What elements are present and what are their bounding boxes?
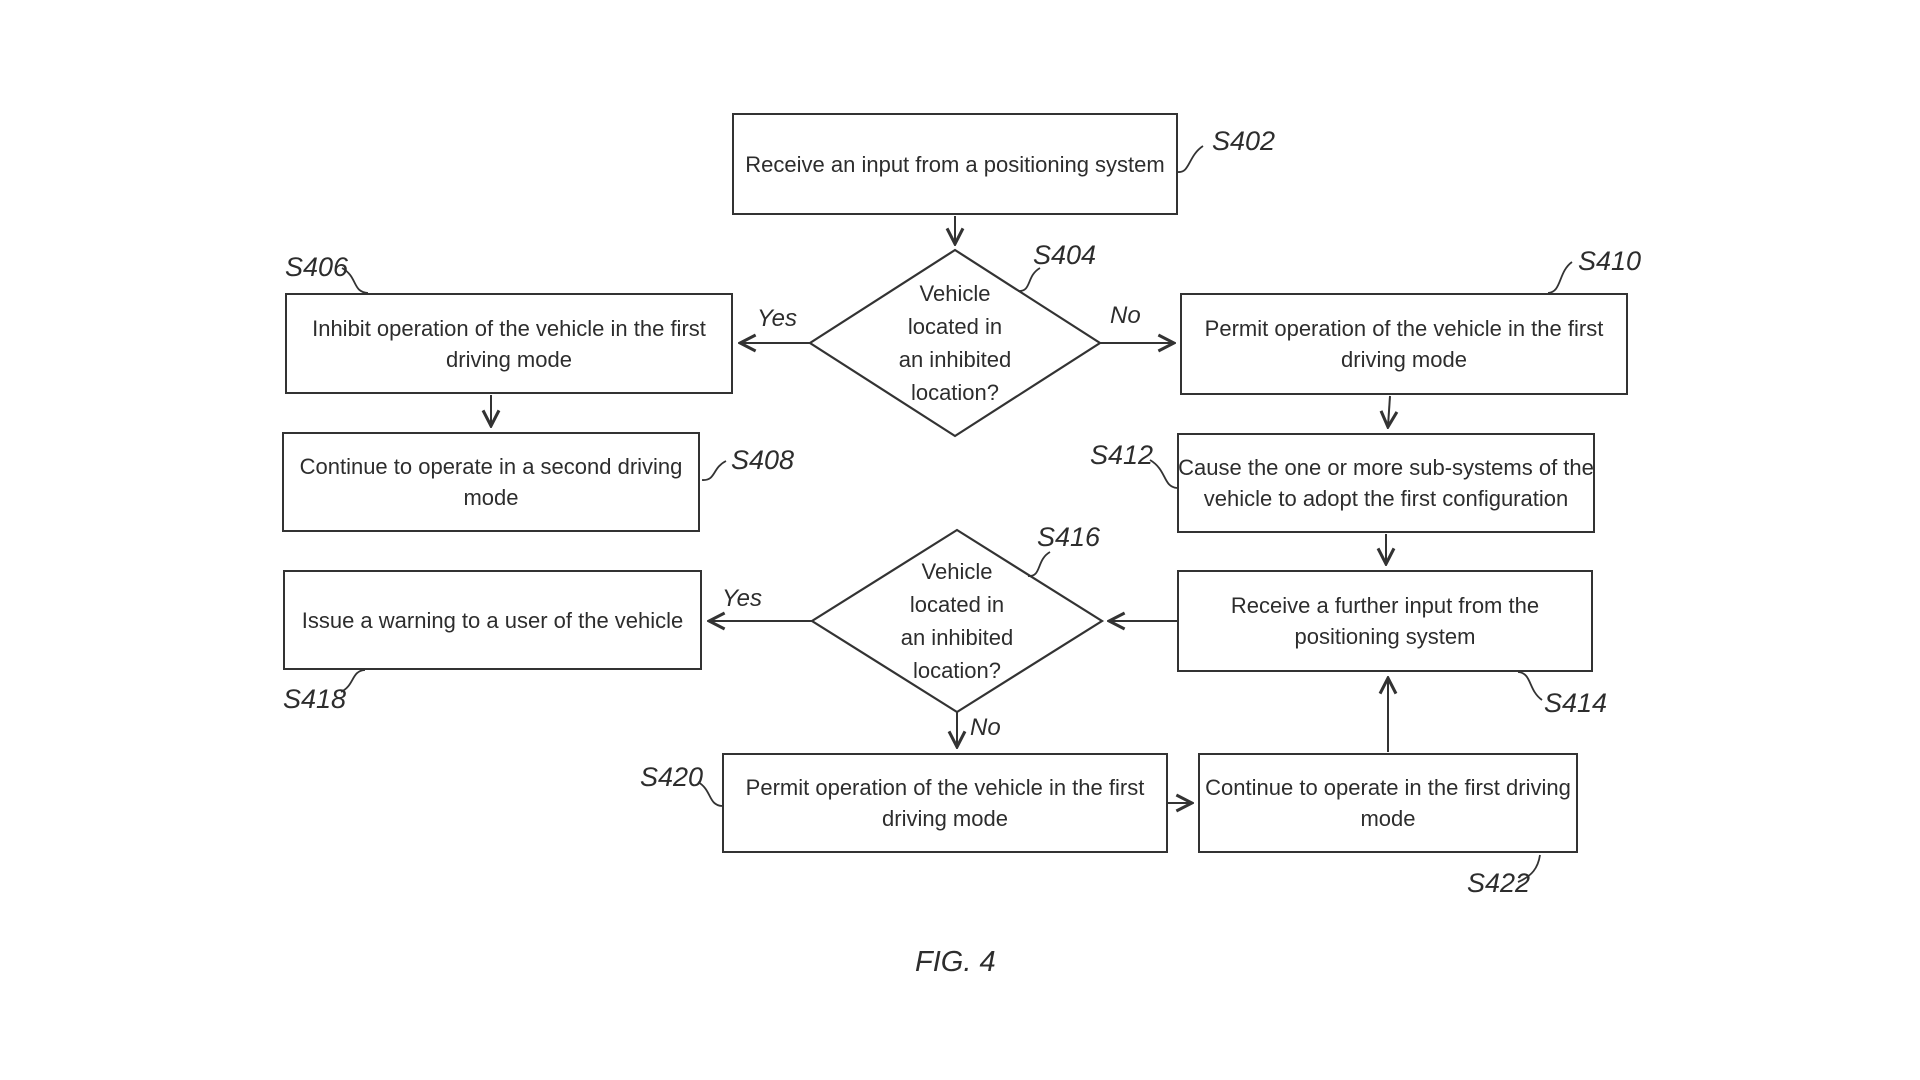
leadline-s416 [1027,551,1051,577]
process-text: driving mode [882,806,1008,831]
process-box-s422: Continue to operate in the first driving… [1198,753,1578,853]
decision-text-s404: Vehicle located in an inhibited location… [855,273,1055,413]
process-text: vehicle to adopt the first configuration [1203,486,1569,511]
arrow-s410-to-s412 [1388,395,1390,426]
decision-text-s416: Vehicle located in an inhibited location… [857,551,1057,691]
branch-label-s416-yes: Yes [722,585,763,612]
ref-label-s406: S406 [285,252,349,282]
leadline-s404 [1017,267,1041,292]
decision-text-line: Vehicle [919,281,991,306]
process-box-s408: Continue to operate in a second driving … [282,432,700,532]
ref-label-s418: S418 [283,684,347,714]
process-box-s418: Issue a warning to a user of the vehicle [283,570,702,670]
process-text: mode [1360,806,1416,831]
process-box-s406: Inhibit operation of the vehicle in the … [285,293,733,394]
branch-label-s416-no: No [970,714,1001,741]
ref-label-s402: S402 [1212,126,1276,156]
process-text: Continue to operate in the first driving [1205,775,1571,800]
ref-label-s414: S414 [1544,688,1608,718]
leadline-s410 [1547,261,1573,294]
process-text: Continue to operate in a second driving [299,454,683,479]
process-text: Issue a warning to a user of the vehicle [301,607,684,633]
process-text: positioning system [1294,624,1476,649]
leadline-s402 [1177,145,1204,173]
leadline-s406 [341,267,369,294]
process-box-s414: Receive a further input from the positio… [1177,570,1593,672]
ref-label-s422: S422 [1467,868,1531,898]
process-text: Receive an input from a positioning syst… [745,151,1165,177]
process-text: Inhibit operation of the vehicle in the … [312,315,706,341]
leadline-s412 [1149,459,1178,489]
decision-diamond-s404 [807,248,1103,438]
leadline-s422 [1517,854,1541,883]
ref-label-s410: S410 [1578,246,1642,276]
decision-text-line: located in [909,592,1005,617]
leadline-s414 [1517,671,1543,701]
process-box-s420: Permit operation of the vehicle in the f… [722,753,1168,853]
process-box-s410: Permit operation of the vehicle in the f… [1180,293,1628,395]
decision-text-line: location? [912,658,1002,683]
decision-text-line: an inhibited [898,347,1012,372]
process-text: driving mode [446,346,572,372]
ref-label-s408: S408 [731,445,795,475]
process-box-s402: Receive an input from a positioning syst… [732,113,1178,215]
figure-caption: FIG. 4 [915,946,996,978]
decision-text-line: Vehicle [921,559,993,584]
ref-label-s404: S404 [1033,240,1097,270]
ref-label-s412: S412 [1090,440,1154,470]
decision-text-line: location? [910,380,1000,405]
leadline-s420 [697,781,723,807]
process-text: mode [463,485,519,510]
process-text: Cause the one or more sub-systems of the [1178,455,1594,480]
ref-label-s416: S416 [1037,522,1101,552]
decision-text-line: located in [907,314,1003,339]
process-text: Permit operation of the vehicle in the f… [745,775,1145,800]
branch-label-s404-no: No [1110,302,1141,329]
process-box-s412: Cause the one or more sub-systems of the… [1177,433,1595,533]
leadline-s408 [701,460,727,481]
ref-label-s420: S420 [640,762,704,792]
decision-text-line: an inhibited [900,625,1014,650]
process-text: Receive a further input from the [1230,593,1540,618]
leadline-s418 [340,669,366,693]
branch-label-s404-yes: Yes [757,305,798,332]
process-text: Permit operation of the vehicle in the f… [1204,316,1604,341]
process-text: driving mode [1341,347,1467,372]
